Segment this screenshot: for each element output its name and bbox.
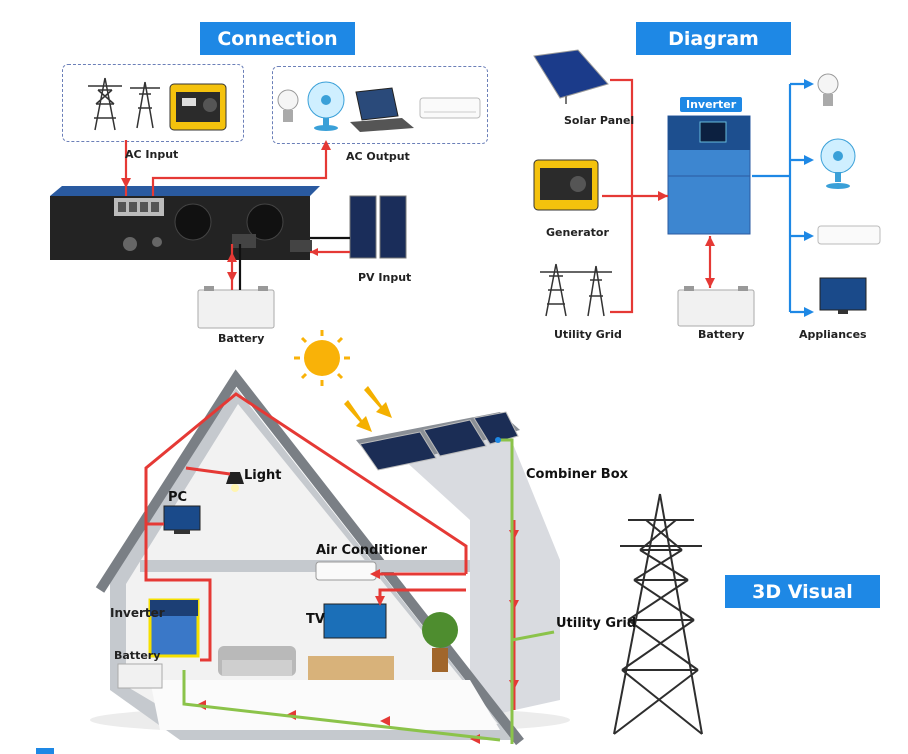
- 3d-visual-title: 3D Visual: [725, 575, 880, 608]
- connection-title: Connection: [200, 22, 355, 55]
- tv-label: TV: [306, 612, 325, 627]
- ac-input-box: [62, 64, 244, 142]
- ac-output-box: [272, 66, 488, 144]
- appliances-label: Appliances: [799, 328, 867, 341]
- diagram-title: Diagram: [636, 22, 791, 55]
- diagram-air-conditioner-icon: [817, 225, 881, 245]
- house-battery-icon: [117, 663, 163, 689]
- generator-icon: [169, 83, 227, 131]
- light-label: Light: [244, 468, 282, 483]
- ac-output-wire: [151, 142, 328, 196]
- diagram-fan-icon: [820, 138, 856, 189]
- laptop-icon: [350, 87, 414, 132]
- sun-icon: [294, 330, 350, 386]
- diagram-tv-icon: [819, 277, 867, 314]
- house-inverter-icon: [148, 598, 200, 658]
- diagram-utility-grid-label: Utility Grid: [554, 328, 622, 341]
- diagram-battery-label: Battery: [698, 328, 745, 341]
- diagram-battery-icon: [677, 286, 755, 327]
- pv-input-label: PV Input: [358, 271, 412, 284]
- house-inverter-label: Inverter: [110, 606, 165, 620]
- sofa-icon: [218, 646, 296, 676]
- house-tv-icon: [323, 603, 387, 639]
- generator-label: Generator: [546, 226, 609, 239]
- house-battery-label: Battery: [114, 649, 161, 662]
- diagram-solar-panel-icon: [533, 49, 609, 104]
- transmission-tower-icon: [613, 493, 703, 735]
- house-air-conditioner-icon: [315, 561, 377, 581]
- diagram-generator-icon: [533, 159, 599, 211]
- corner-marker: [36, 748, 54, 754]
- inverter-label: Inverter: [680, 97, 743, 112]
- inverter-unit-icon: [50, 186, 320, 260]
- diagram-inverter-icon: [667, 115, 751, 235]
- house-utility-grid-label: Utility Grid: [556, 616, 637, 631]
- ac-input-label: AC Input: [125, 148, 179, 161]
- sun-ray-arrows-icon: [344, 386, 392, 432]
- pc-label: PC: [168, 490, 188, 505]
- utility-grid-icon: [88, 77, 160, 131]
- bulb-icon: [277, 89, 299, 122]
- ac-output-label: AC Output: [346, 150, 410, 163]
- diagram-bulb-icon: [817, 73, 839, 106]
- light-icon: [226, 472, 244, 492]
- solar-panel-label: Solar Panel: [564, 114, 635, 127]
- fan-icon: [307, 81, 345, 131]
- connection-battery-label: Battery: [218, 332, 265, 345]
- air-conditioner-icon: [419, 97, 481, 119]
- combiner-box-label: Combiner Box: [526, 467, 629, 482]
- pc-monitor-icon: [163, 505, 201, 534]
- roof-solar-panels-icon: [359, 411, 519, 471]
- air-conditioner-label: Air Conditioner: [316, 543, 428, 558]
- battery-icon: [197, 286, 275, 329]
- solar-panel-pair-icon: [349, 195, 407, 259]
- plant-icon: [422, 612, 458, 672]
- diagram-utility-grid-icon: [540, 263, 612, 317]
